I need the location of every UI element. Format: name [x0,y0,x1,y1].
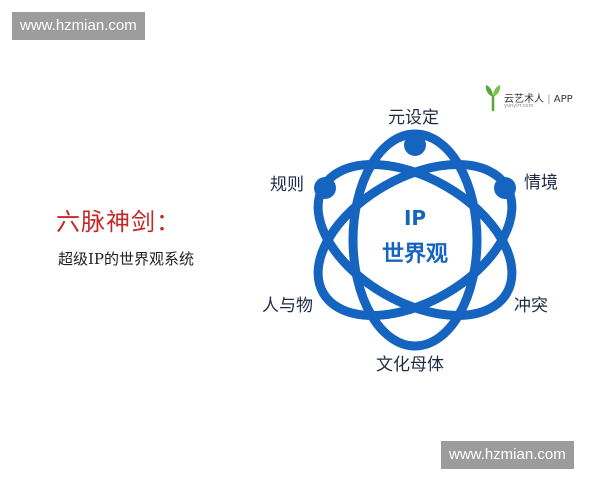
watermark-bottom: www.hzmian.com [441,441,574,469]
brand-sub: yunyirr.com [504,103,534,109]
headline: 六脉神剑： [56,208,181,236]
node-label-people-things: 人与物 [262,296,313,316]
subheadline: 超级IP的世界观系统 [58,250,195,268]
node-label-meta-setting: 元设定 [388,108,439,128]
orbit-node-right [494,177,516,199]
center-label-ip: IP [403,206,427,230]
node-label-culture-matrix: 文化母体 [376,355,444,375]
node-label-conflict: 冲突 [514,296,548,316]
brand-logo [485,85,501,112]
center-label-worldview: 世界观 [381,242,448,267]
watermark-top: www.hzmian.com [12,12,145,40]
brand-name: 云艺术人 | APP [504,94,573,105]
orbit-node-top [404,134,426,156]
node-label-situation: 情境 [524,173,558,193]
node-label-rules: 规则 [270,175,304,195]
orbit-node-left [314,177,336,199]
sprout-icon [485,85,501,112]
